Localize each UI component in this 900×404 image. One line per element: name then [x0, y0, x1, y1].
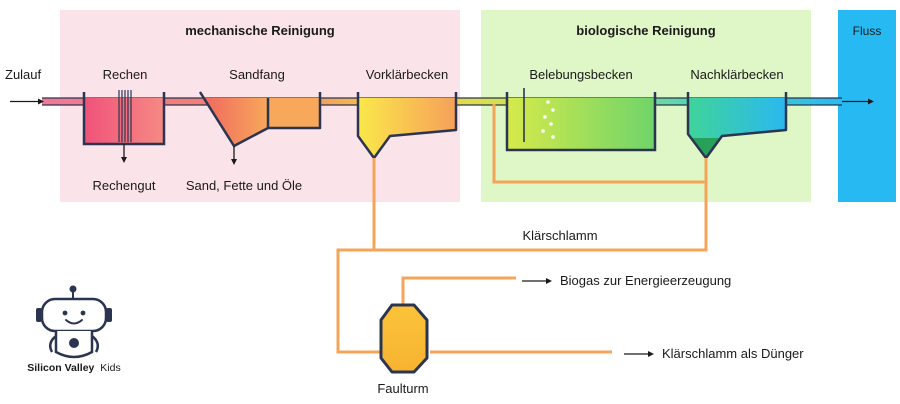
logo-name-part1: Silicon Valley	[27, 362, 94, 374]
belebungsbecken-basin	[505, 88, 657, 152]
sand-output-label: Sand, Fette und Öle	[186, 178, 302, 193]
vorklaerbecken-label: Vorklärbecken	[366, 67, 448, 82]
inflow-label: Zulauf	[5, 67, 42, 82]
logo-wordmark: Silicon Valley Kids	[27, 362, 120, 374]
rechengut-label: Rechengut	[93, 178, 156, 193]
robot-logo-icon	[36, 285, 112, 359]
rechen-label: Rechen	[103, 67, 148, 82]
sandfang-basin	[198, 91, 322, 148]
rake-screen-icon	[118, 90, 132, 142]
outflow-arrow	[842, 98, 874, 105]
rechen-basin	[82, 90, 166, 146]
biogas-label: Biogas zur Energieerzeugung	[560, 273, 731, 288]
inflow-arrow	[10, 98, 44, 105]
faulturm-tank	[379, 303, 429, 374]
belebungsbecken-label: Belebungsbecken	[529, 67, 632, 82]
rechengut-arrow	[121, 144, 127, 163]
river-title: Fluss	[853, 24, 882, 38]
fertilizer-arrow	[624, 351, 654, 357]
sandfang-label: Sandfang	[229, 67, 285, 82]
mechanical-section-title: mechanische Reinigung	[185, 23, 335, 38]
river-panel	[838, 10, 896, 202]
sludge-label: Klärschlamm	[522, 228, 597, 243]
nachklaerbecken-label: Nachklärbecken	[690, 67, 783, 82]
faulturm-label: Faulturm	[377, 381, 428, 396]
nachklaerbecken-basin	[686, 92, 788, 160]
sludge-lines	[336, 104, 708, 354]
biological-section-title: biologische Reinigung	[576, 23, 715, 38]
fertilizer-label: Klärschlamm als Dünger	[662, 346, 804, 361]
biogas-arrow	[522, 278, 552, 284]
sand-output-arrow	[231, 146, 237, 165]
aeration-bubbles	[541, 100, 555, 139]
vorklaerbecken-basin	[356, 92, 458, 160]
logo-name-part2: Kids	[100, 362, 120, 374]
